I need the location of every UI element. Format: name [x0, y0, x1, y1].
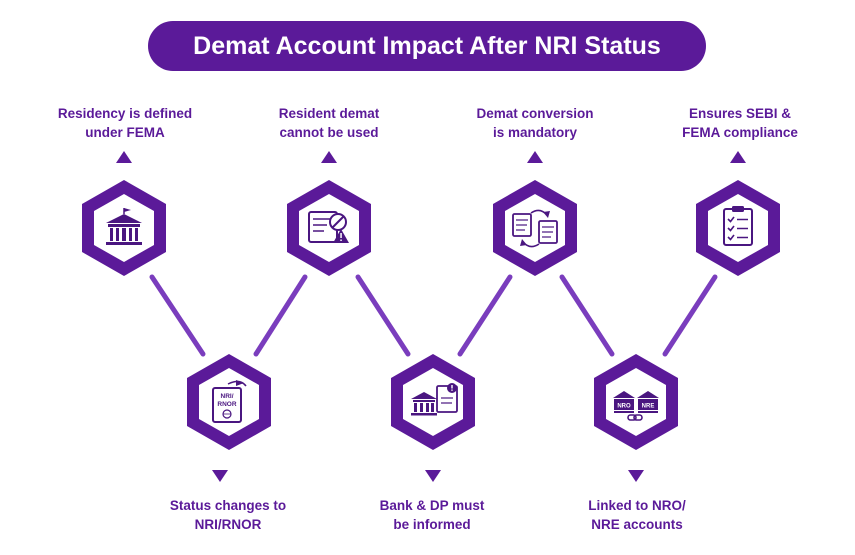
arrow-up-5 — [527, 151, 543, 163]
bank-notice-icon — [411, 383, 458, 416]
hexagon-node-6: NRO NRE — [594, 354, 678, 450]
svg-text:NRE: NRE — [642, 404, 655, 410]
step-label-5: Demat conversion is mandatory — [435, 104, 635, 142]
step-label-line: Resident demat — [278, 106, 380, 121]
step-label-line: is mandatory — [492, 125, 578, 140]
step-label-line: be informed — [393, 517, 471, 532]
arrows — [116, 151, 746, 482]
step-label-line: FEMA compliance — [682, 125, 798, 140]
connector-6-7 — [662, 274, 718, 357]
step-label-3: Resident demat cannot be used — [229, 104, 429, 142]
step-label-line: NRI/RNOR — [194, 517, 262, 532]
connector-4-5 — [457, 274, 513, 357]
step-label-line: Ensures SEBI & — [688, 106, 792, 121]
hexagon-node-5 — [493, 180, 577, 276]
svg-text:NRO: NRO — [617, 404, 631, 410]
hexagon-node-1 — [82, 180, 166, 276]
linked-accounts-icon: NRO NRE — [613, 391, 659, 421]
arrow-down-2 — [212, 470, 228, 482]
step-label-1: Residency is defined under FEMA — [25, 104, 225, 142]
step-label-line: under FEMA — [85, 125, 165, 140]
hexagon-node-2: NRI/ RNOR — [187, 354, 271, 450]
connector-2-3 — [253, 274, 308, 357]
nri-passport-flight-icon: NRI/ RNOR — [212, 380, 247, 423]
arrow-up-3 — [321, 151, 337, 163]
step-label-line: Linked to NRO/ — [588, 498, 686, 513]
restricted-document-icon — [308, 211, 349, 243]
connectors — [149, 274, 718, 357]
step-label-4: Bank & DP must be informed — [332, 496, 532, 534]
step-label-2: Status changes to NRI/RNOR — [128, 496, 328, 534]
step-label-line: NRE accounts — [591, 517, 683, 532]
step-label-line: Demat conversion — [476, 106, 594, 121]
arrow-down-6 — [628, 470, 644, 482]
hexagon-node-4 — [391, 354, 475, 450]
step-label-line: Status changes to — [169, 498, 287, 513]
step-label-line: Residency is defined — [57, 106, 193, 121]
connector-3-4 — [355, 274, 411, 357]
step-label-7: Ensures SEBI & FEMA compliance — [640, 104, 840, 142]
connector-5-6 — [559, 274, 615, 357]
hexagon-node-3 — [287, 180, 371, 276]
connector-1-2 — [149, 274, 206, 357]
diagram-title: Demat Account Impact After NRI Status — [148, 21, 706, 71]
hexagon-inner — [606, 368, 666, 436]
arrow-up-7 — [730, 151, 746, 163]
document-conversion-icon — [512, 209, 558, 248]
step-label-line: cannot be used — [279, 125, 379, 140]
arrow-up-1 — [116, 151, 132, 163]
step-label-6: Linked to NRO/ NRE accounts — [537, 496, 737, 534]
step-label-line: Bank & DP must — [379, 498, 485, 513]
svg-text:NRI/: NRI/ — [221, 393, 234, 400]
svg-text:RNOR: RNOR — [217, 401, 236, 408]
government-building-icon — [106, 208, 142, 245]
hexagon-node-7 — [696, 180, 780, 276]
compliance-checklist-icon — [723, 206, 753, 246]
arrow-down-4 — [425, 470, 441, 482]
